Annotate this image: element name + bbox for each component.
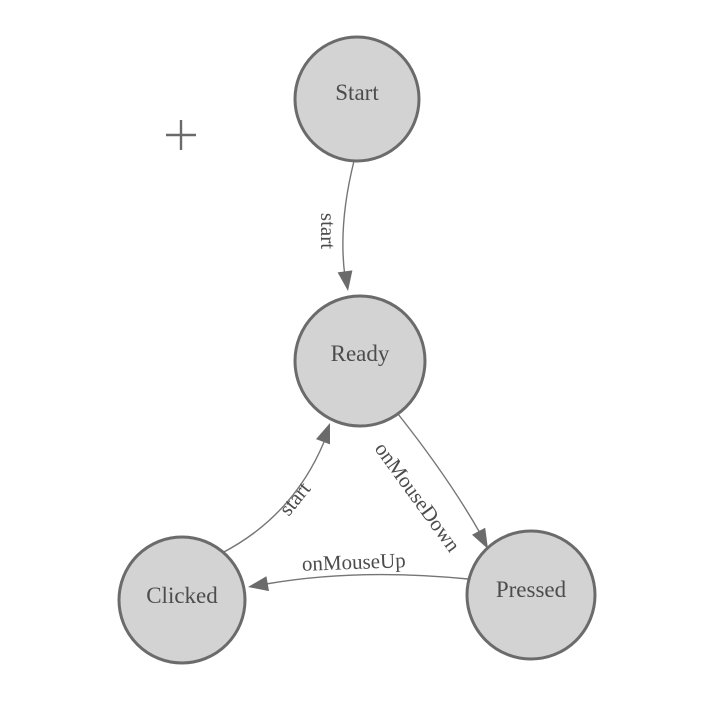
node-label: Ready — [331, 341, 390, 366]
node-label: Clicked — [146, 583, 218, 608]
edge-ready-to-pressed[interactable]: onMouseDown — [370, 413, 488, 557]
node-circle — [117, 535, 247, 665]
node-circle — [465, 529, 597, 661]
edge-line — [221, 441, 325, 554]
crosshair-plus-icon — [166, 120, 196, 150]
edge-line — [265, 573, 469, 585]
arrowhead-icon — [248, 576, 269, 592]
edge-label: start — [316, 213, 340, 249]
edge-start-to-ready[interactable]: start — [316, 160, 355, 291]
node-label: Start — [335, 80, 379, 105]
edge-label: onMouseUp — [301, 548, 406, 576]
edge-label: onMouseDown — [370, 437, 466, 556]
edge-clicked-to-ready[interactable]: start — [221, 423, 330, 554]
edge-pressed-to-clicked[interactable]: onMouseUp — [248, 548, 469, 592]
arrowhead-icon — [316, 423, 330, 445]
state-node-start[interactable]: Start — [293, 35, 421, 163]
edge-label: start — [274, 477, 316, 520]
node-circle — [293, 35, 421, 163]
state-node-clicked[interactable]: Clicked — [117, 535, 247, 665]
edge-line — [342, 160, 355, 278]
state-node-pressed[interactable]: Pressed — [465, 529, 597, 661]
node-circle — [293, 294, 427, 428]
edge-line — [397, 413, 481, 534]
arrowhead-icon — [472, 527, 488, 549]
state-node-ready[interactable]: Ready — [293, 294, 427, 428]
node-label: Pressed — [496, 577, 567, 602]
arrowhead-icon — [337, 270, 353, 291]
